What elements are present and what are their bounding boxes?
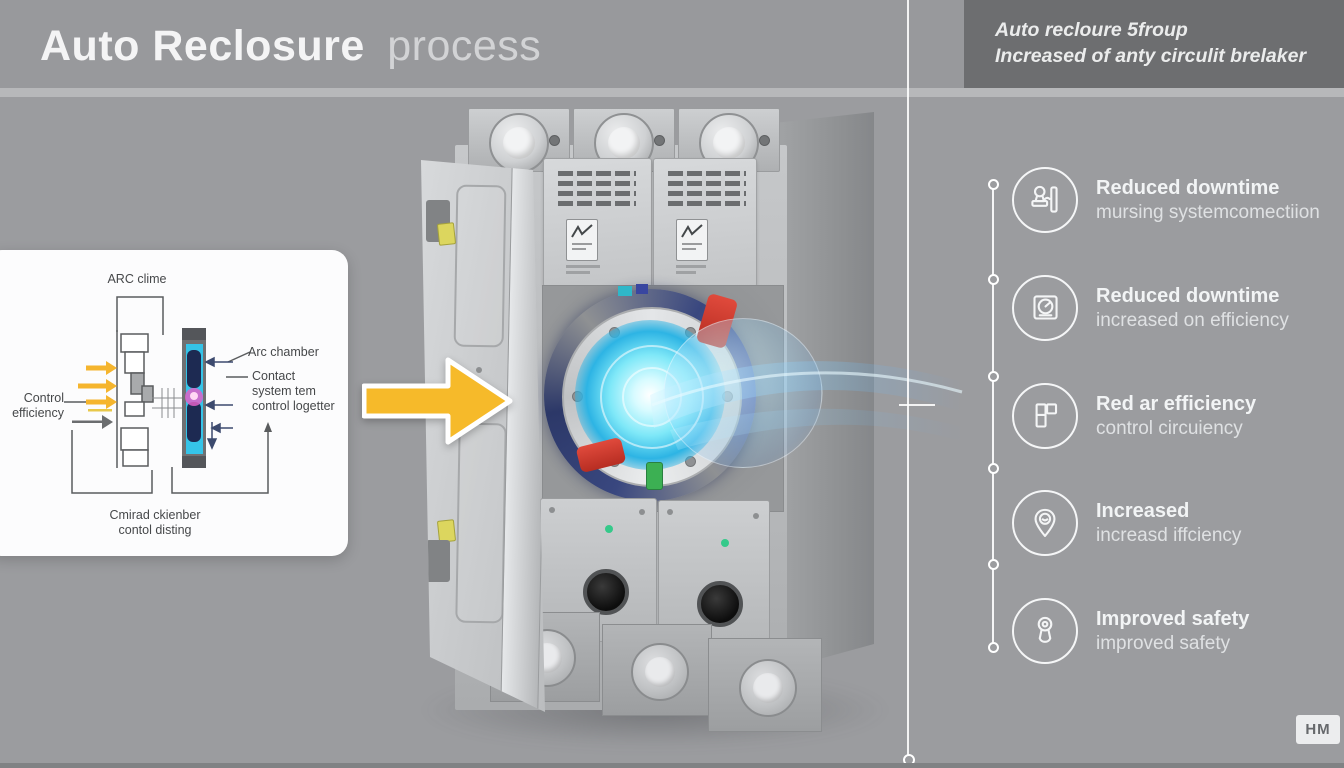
terminal-bolt [654, 135, 665, 146]
feature-subtitle: increasd iffciency [1096, 524, 1242, 546]
header-dark-panel [964, 0, 1344, 88]
feature-item: Red ar efficiency control circuiency [1012, 383, 1342, 449]
door-recess-panel [453, 184, 507, 348]
warning-label [676, 219, 708, 261]
pin-icon [1012, 490, 1078, 556]
cyan-connector [618, 286, 632, 296]
feature-item: Reduced downtime increased on efficiency [1012, 275, 1342, 341]
feature-title: Improved safety [1096, 607, 1250, 630]
terminal-bolt [759, 135, 770, 146]
hinge-clip [436, 222, 457, 246]
vent-module [543, 158, 652, 287]
timeline-node [988, 179, 999, 190]
timeline-node [988, 559, 999, 570]
energy-swoosh [650, 361, 965, 450]
feature-title: Reduced downtime [1096, 176, 1280, 199]
arc-diagram-drawing [64, 296, 272, 494]
timeline-node [988, 274, 999, 285]
timeline-node [988, 371, 999, 382]
bottom-terminal [708, 638, 822, 732]
diagram-label-control: Control efficiency [12, 391, 64, 420]
feature-timeline [992, 183, 994, 648]
footer-strip [0, 763, 1344, 768]
keyhole-icon [1012, 598, 1078, 664]
vent-slats [668, 171, 746, 211]
diagram-label-arc-time: ARC clime [107, 272, 167, 286]
diagram-label-bottom: Cmirad ckienber contol disting [109, 508, 201, 537]
inspection-hole [583, 569, 629, 615]
feature-title: Red ar efficiency [1096, 392, 1257, 415]
warning-label [566, 219, 598, 261]
feature-item: Increased increasd iffciency [1012, 490, 1342, 556]
door-hinge [426, 540, 450, 582]
timeline-node [988, 642, 999, 653]
feature-subtitle: control circuiency [1096, 417, 1243, 439]
feature-item: Reduced downtime mursing systemcomectiio… [1012, 167, 1342, 233]
tagline-line-1: Auto recloure 5froup [995, 19, 1188, 41]
feature-subtitle: increased on efficiency [1096, 309, 1289, 331]
vent-module [653, 158, 757, 287]
vent-slats [558, 171, 636, 211]
blocks-icon [1012, 383, 1078, 449]
status-dot [721, 539, 729, 547]
terminal-cylinder [489, 113, 549, 173]
header-tagline: Auto recloure 5froup Increased of anty c… [995, 17, 1335, 69]
breaker-door [421, 160, 545, 712]
page-title-main: Auto Reclosure [40, 22, 365, 70]
diagram-label-arc-chamber: Arc chamber [248, 345, 319, 359]
feature-subtitle: improved safety [1096, 632, 1231, 654]
tagline-line-2: Increased of anty circulit brelaker [995, 45, 1307, 67]
vertical-divider [907, 0, 909, 760]
bottom-terminal [602, 624, 712, 716]
circuit-breaker-render [410, 100, 970, 748]
arc-diagram-card: ARC clime Arc chamber Contact system tem… [0, 250, 348, 556]
stamp-icon [1012, 167, 1078, 233]
terminal-bolt [549, 135, 560, 146]
diagram-label-contact: Contact system tem control logetter [252, 369, 335, 413]
feature-subtitle: mursing systemcomectiion [1096, 201, 1320, 223]
process-arrow-icon [362, 357, 513, 445]
page-title: Auto Reclosure process [40, 22, 541, 71]
feature-title: Increased [1096, 499, 1190, 522]
feature-title: Reduced downtime [1096, 284, 1280, 307]
timeline-node [988, 463, 999, 474]
brand-logo: HM [1296, 715, 1340, 744]
green-component [646, 462, 663, 490]
divider-tick [899, 404, 935, 406]
inspection-hole [697, 581, 743, 627]
page-title-sub: process [387, 22, 542, 70]
gauge-icon [1012, 275, 1078, 341]
blue-connector [636, 284, 648, 294]
header-light-strip [0, 88, 1344, 97]
feature-item: Improved safety improved safety [1012, 598, 1342, 664]
status-dot [605, 525, 613, 533]
